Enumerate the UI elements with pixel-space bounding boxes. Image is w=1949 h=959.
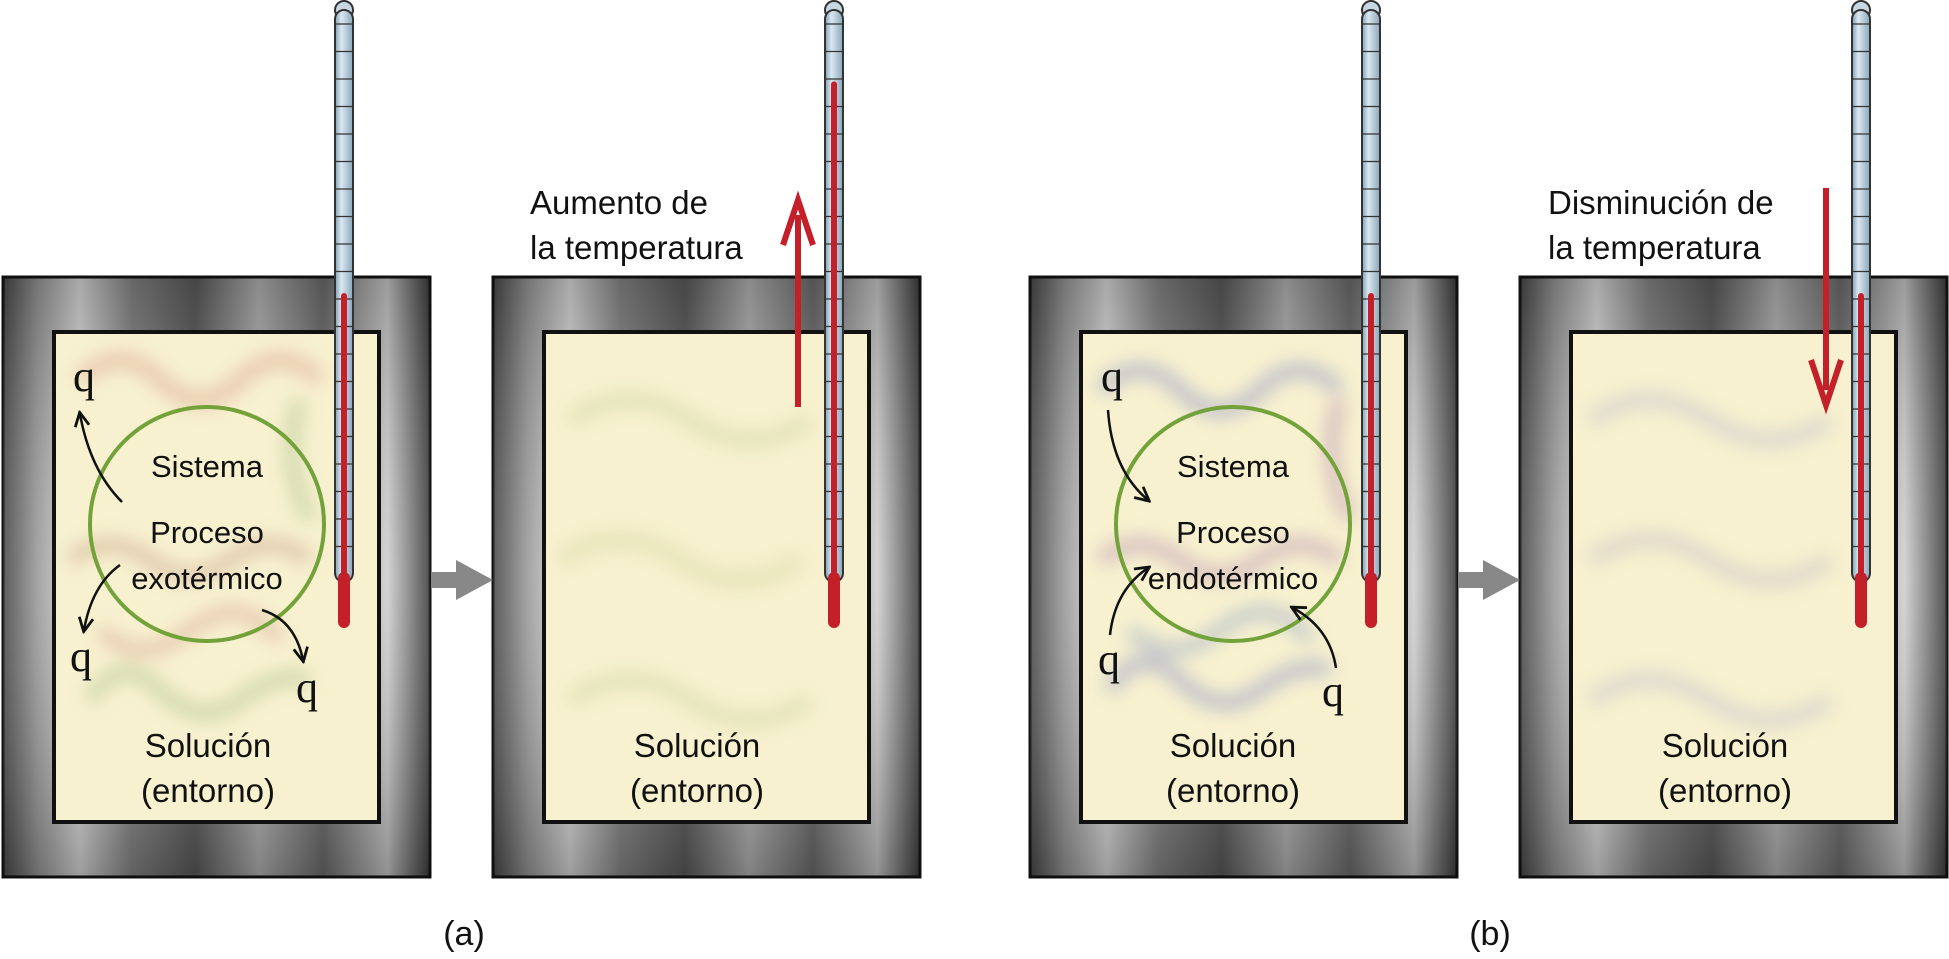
heat-symbol: q [73,352,95,401]
heat-symbol: q [1322,667,1344,716]
calorimeter-3 [1028,275,1459,879]
surroundings-label: (entorno) [1658,772,1792,809]
caption-a: (a) [443,915,485,953]
system-circle [1114,405,1352,643]
system-label: Sistema [1177,449,1289,484]
solution-label: Solución [1661,727,1789,764]
temperature-annotation: Aumento de [530,184,708,221]
transition-arrow-b [1458,560,1520,600]
thermometer [824,0,844,628]
surroundings-label: (entorno) [1166,772,1300,809]
caption-b: (b) [1469,915,1511,953]
process-type-label: endotérmico [1147,561,1319,596]
system-label: Sistema [151,449,263,484]
thermometer [334,0,354,628]
system-circle [88,405,326,643]
transition-arrow-a [431,560,493,600]
thermometer [1361,0,1381,628]
heat-flow-arrows-out [80,414,303,660]
solution-label: Solución [1169,727,1297,764]
surroundings-label: (entorno) [141,772,275,809]
molecular-motion-texture [65,353,325,720]
process-label: Proceso [150,515,264,550]
calorimeter-2 [491,275,922,879]
heat-symbol: q [296,663,318,712]
temperature-annotation: la temperatura [530,229,743,266]
temperature-annotation: la temperatura [1548,229,1761,266]
thermometer [1851,0,1871,628]
process-type-label: exotérmico [131,561,283,596]
process-label: Proceso [1176,515,1290,550]
solution-label: Solución [633,727,761,764]
heat-flow-arrows-in [1106,409,1338,669]
calorimeter-1 [1,275,432,879]
heat-symbol: q [70,632,92,681]
heat-symbol: q [1098,635,1120,684]
solution-label: Solución [144,727,272,764]
calorimeter-4 [1518,275,1949,879]
temperature-decrease-arrow [1808,188,1844,415]
surroundings-label: (entorno) [630,772,764,809]
temperature-increase-arrow [780,190,816,407]
heat-symbol: q [1101,352,1123,401]
temperature-annotation: Disminución de [1548,184,1774,221]
